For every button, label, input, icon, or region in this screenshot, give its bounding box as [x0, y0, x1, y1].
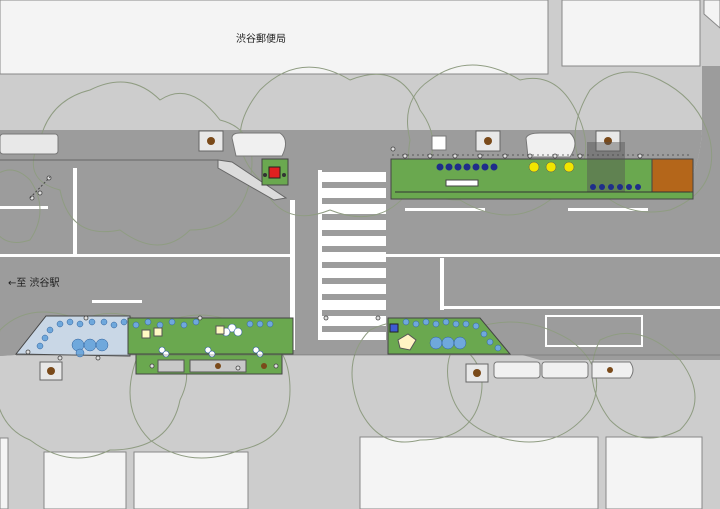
soil-bed	[651, 158, 694, 193]
building-south-3	[133, 451, 249, 509]
building-south-4	[359, 436, 599, 509]
lane-markings	[0, 168, 720, 350]
building-north-east	[561, 0, 701, 67]
post-office-building	[0, 0, 549, 75]
building-far-east	[703, 0, 720, 29]
post-office-label: 渋谷郵便局	[236, 34, 286, 45]
median-island-west	[217, 159, 288, 201]
bollard-chain-south	[25, 315, 381, 371]
planting-bed-south-east	[387, 317, 512, 355]
bench-icon	[268, 166, 281, 179]
yellow-flowers	[528, 161, 575, 173]
hydrangea-cluster-east	[402, 318, 502, 352]
planting-bed-north	[390, 158, 694, 200]
bollard-chain-north	[390, 146, 690, 159]
crosswalk	[318, 170, 386, 340]
shrub-row-north	[436, 163, 641, 190]
building-south-2	[43, 451, 127, 509]
bench-icon	[389, 323, 399, 333]
station-direction-label: ←至 渋谷駅	[8, 278, 60, 289]
building-south-5	[605, 436, 703, 509]
north-furniture	[0, 130, 621, 158]
south-furniture	[39, 361, 634, 383]
building-south-1	[0, 437, 9, 509]
